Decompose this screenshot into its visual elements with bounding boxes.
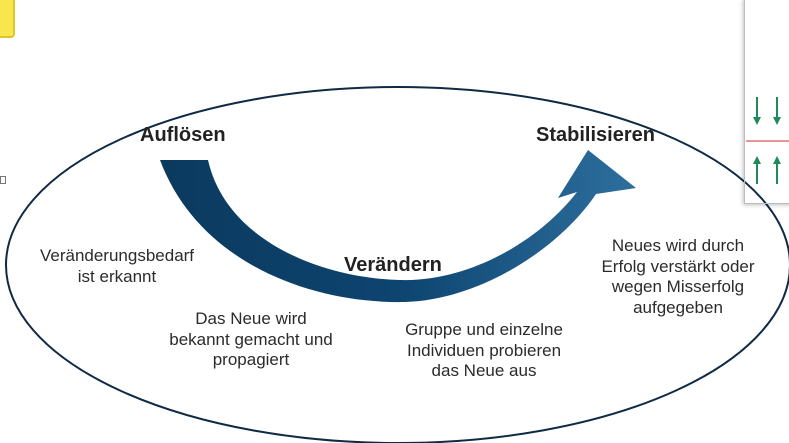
stage-title-veraendern: Verändern — [344, 254, 442, 276]
stage-title-aufloesen: Auflösen — [140, 124, 226, 146]
side-panel — [744, 0, 789, 204]
description-verstaerkt: Neues wird durch Erfolg verstärkt oder w… — [601, 236, 755, 318]
sticky-note-icon[interactable] — [0, 0, 15, 38]
stage-title-stabilisieren: Stabilisieren — [536, 124, 655, 146]
description-bekannt: Das Neue wird bekannt gemacht und propag… — [169, 309, 333, 370]
description-bedarf: Veränderungsbedarf ist erkannt — [39, 246, 195, 286]
transition-arrow — [160, 150, 636, 303]
small-handle-icon — [0, 176, 6, 184]
process-ellipse — [5, 86, 789, 443]
description-probieren: Gruppe und einzelne Individuen probieren… — [405, 320, 563, 381]
side-panel-icons — [746, 97, 789, 184]
